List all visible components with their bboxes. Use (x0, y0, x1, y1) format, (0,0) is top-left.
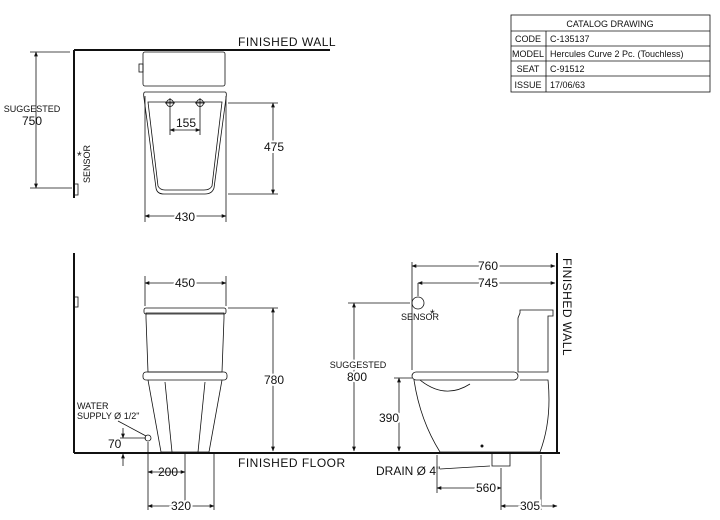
dim-top-hole-spacing: 155 (176, 116, 196, 130)
top-seat (143, 91, 227, 195)
top-sensor-mark: * (77, 149, 82, 163)
front-view: FINISHED FLOOR WATER SUPPLY Ø 1/2" 450 7… (73, 253, 560, 515)
side-sensor-label: SENSOR (401, 312, 440, 322)
dim-water-offset-320: 320 (171, 499, 191, 513)
top-view: FINISHED WALL * SENSOR 155 SUGGESTED 750… (4, 35, 336, 226)
catalog-title: CATALOG DRAWING (566, 19, 653, 29)
finished-floor-label: FINISHED FLOOR (238, 456, 346, 470)
front-tank (145, 312, 225, 373)
side-view: FINISHED WALL SENSOR * 760 745 SUGGESTED… (328, 253, 574, 515)
dim-top-width: 430 (175, 210, 195, 224)
water-supply-label-2: SUPPLY Ø 1/2" (77, 411, 139, 421)
finished-wall-label-top: FINISHED WALL (238, 35, 336, 49)
catalog-row-issue-key: ISSUE (514, 80, 541, 90)
dim-side-745: 745 (478, 276, 498, 290)
top-tank (142, 51, 226, 87)
catalog-row-code-value: C-135137 (550, 34, 590, 44)
dim-drain-560: 560 (476, 481, 496, 495)
dim-seat-height: 390 (379, 411, 399, 425)
top-sensor-label: SENSOR (82, 144, 92, 183)
dim-water-offset-200: 200 (158, 465, 178, 479)
water-supply-label-1: WATER (77, 401, 109, 411)
dim-drain-305: 305 (520, 499, 540, 513)
front-bowl (147, 379, 223, 453)
catalog-row-model-value: Hercules Curve 2 Pc. (Touchless) (550, 49, 684, 59)
side-sensor-mark: * (430, 307, 435, 321)
side-drain-pipe (491, 453, 511, 467)
catalog-row-model-key: MODEL (512, 49, 544, 59)
drain-label: DRAIN Ø 4" (376, 464, 440, 478)
catalog-row-seat-value: C-91512 (550, 64, 585, 74)
catalog-row-issue-value: 17/06/63 (550, 80, 585, 90)
catalog-row-code-key: CODE (515, 34, 541, 44)
side-seat (411, 371, 519, 381)
front-seat (142, 371, 228, 381)
top-suggested-label: SUGGESTED (4, 104, 61, 114)
finished-wall-label-side: FINISHED WALL (560, 258, 574, 356)
front-sensor-box (73, 296, 79, 308)
side-suggested-label: SUGGESTED (330, 360, 387, 370)
catalog-row-seat-key: SEAT (517, 64, 540, 74)
catalog-table: CATALOG DRAWING CODE C-135137 MODEL Herc… (510, 14, 711, 93)
dim-side-overall: 760 (478, 259, 498, 273)
dim-top-depth: 475 (264, 140, 284, 154)
dim-front-height: 780 (264, 373, 284, 387)
dim-water-supply-height: 70 (108, 437, 122, 451)
dim-side-sensor-height: 800 (347, 370, 367, 384)
dim-front-width: 450 (175, 276, 195, 290)
side-tank (517, 309, 554, 373)
dim-top-sensor-height: 750 (22, 114, 42, 128)
side-sensor (411, 296, 425, 310)
top-sensor-box (73, 183, 79, 196)
side-bowl (413, 379, 550, 453)
